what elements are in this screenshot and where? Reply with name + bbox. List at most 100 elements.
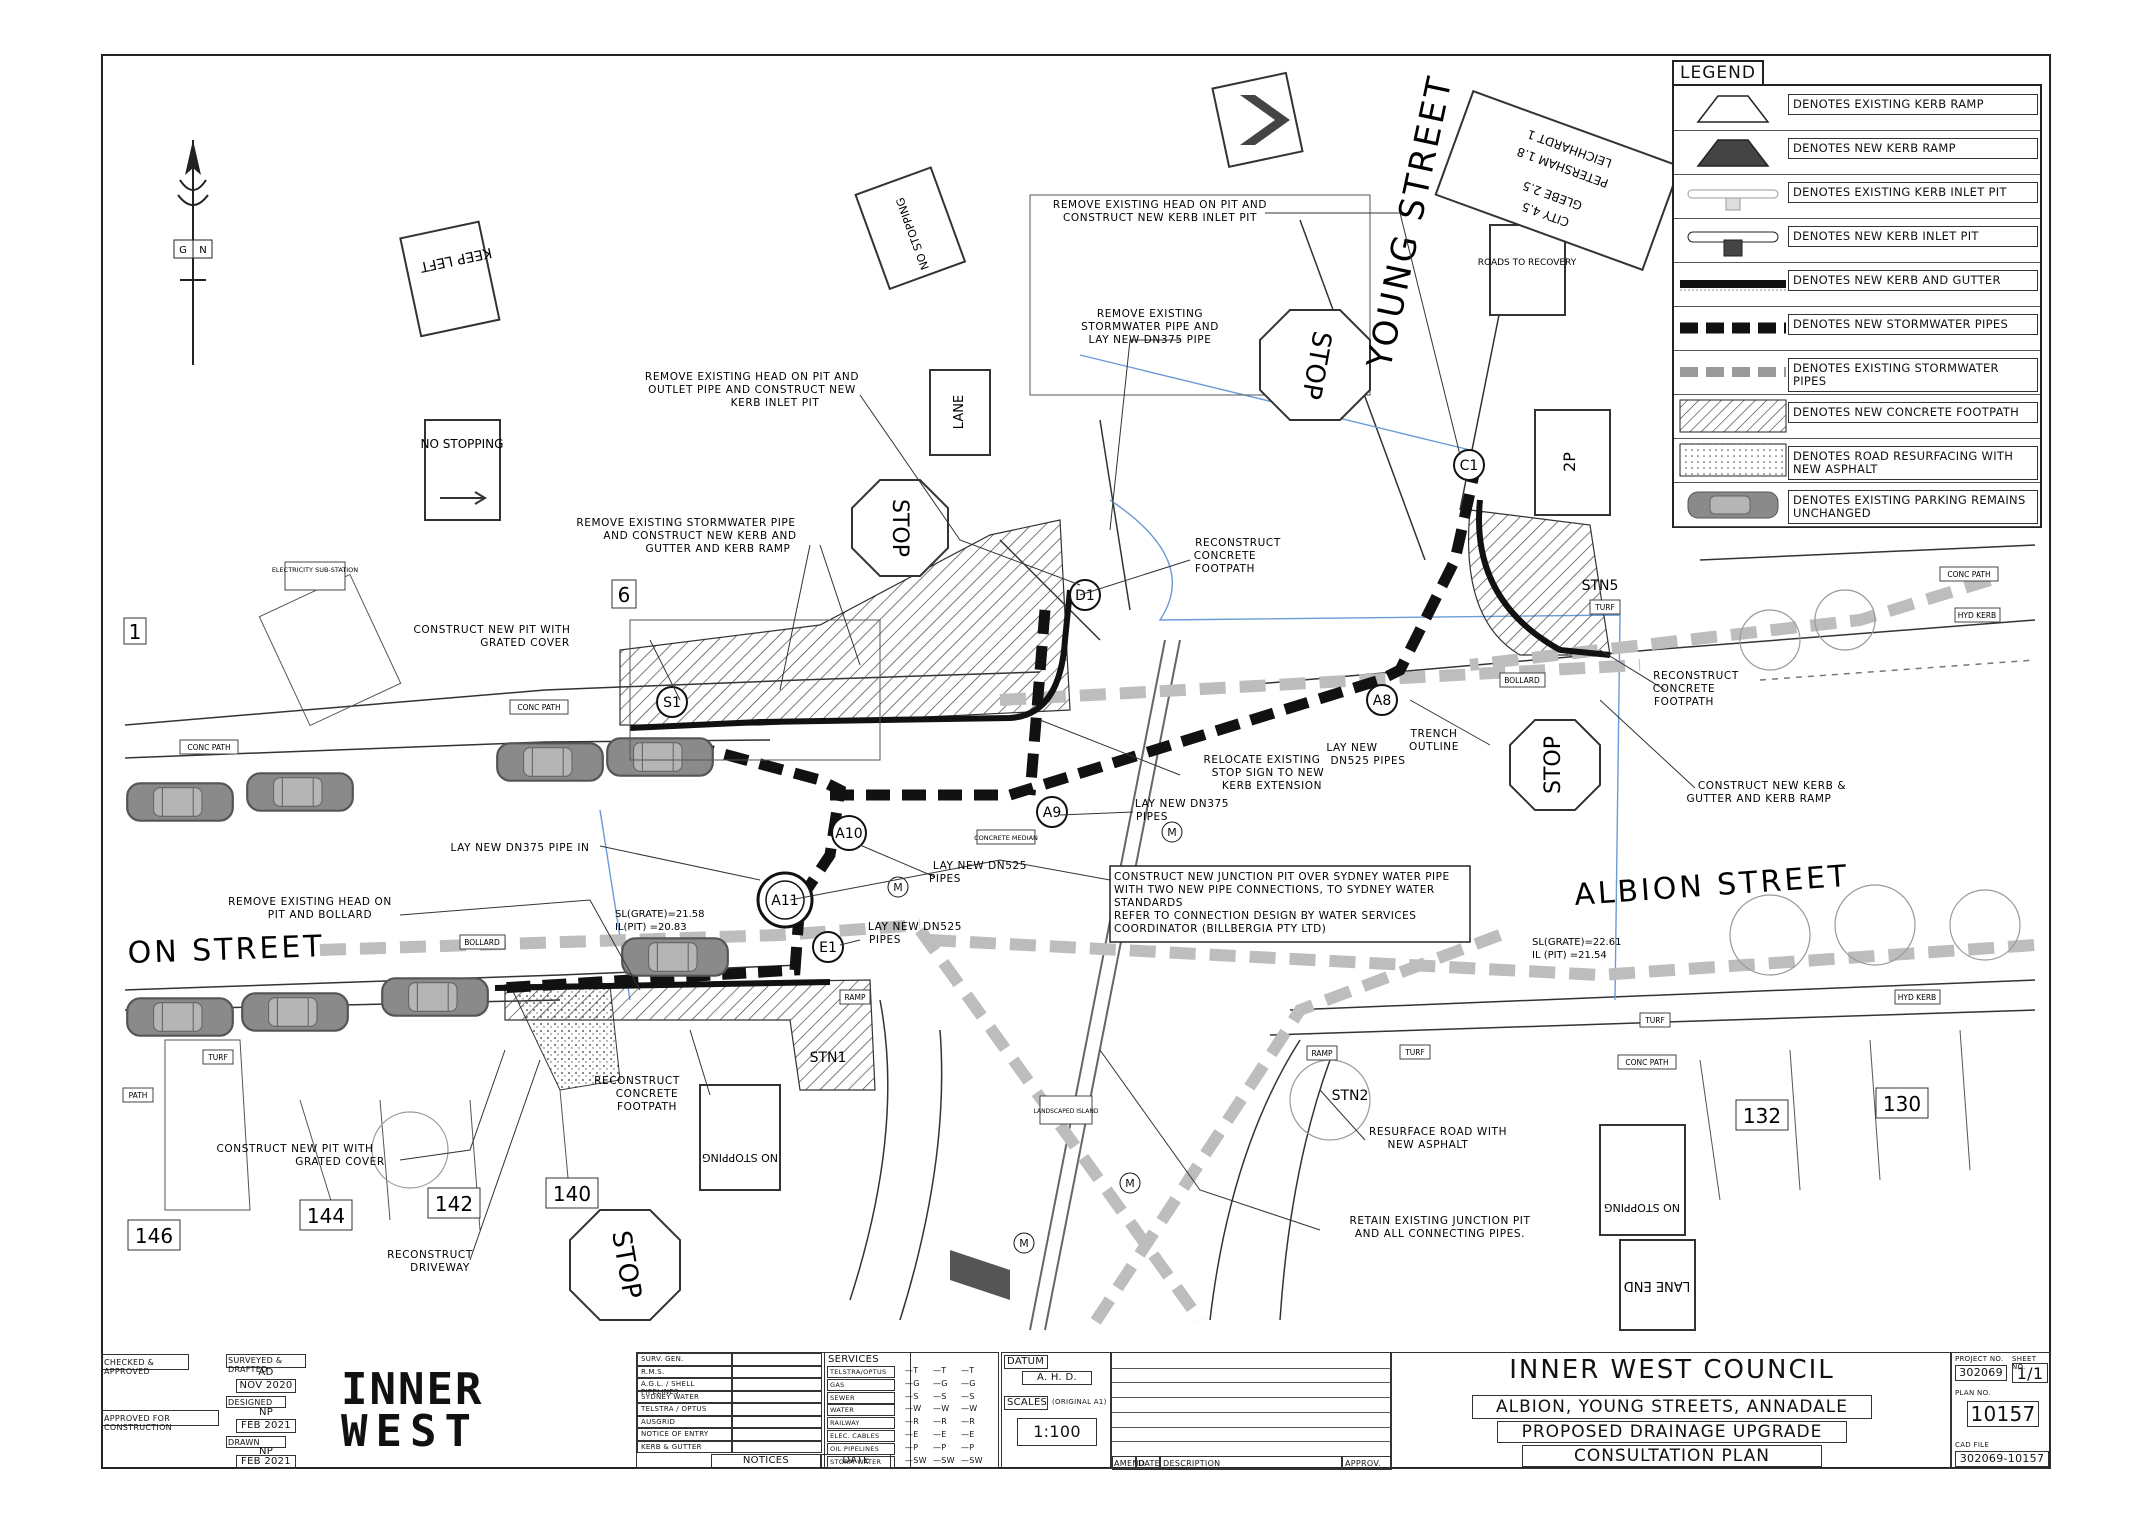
service-line-code: —S	[905, 1391, 919, 1401]
service-item: OIL PIPELINES	[827, 1442, 895, 1455]
svg-text:144: 144	[307, 1204, 345, 1228]
leader-lines	[399, 212, 1696, 1261]
project-title: ALBION, YOUNG STREETS, ANNADALE	[1472, 1395, 1872, 1419]
designed-label: DESIGNED	[226, 1396, 286, 1408]
svg-text:KERB INLET PIT: KERB INLET PIT	[731, 397, 820, 409]
service-item: STORM WATER	[827, 1455, 895, 1468]
project-no-label: PROJECT NO.	[1955, 1355, 2004, 1363]
service-line-code: —G	[961, 1378, 976, 1388]
notice-value-cell	[732, 1415, 822, 1428]
service-item: WATER	[827, 1404, 895, 1417]
svg-text:TURF: TURF	[1644, 1016, 1665, 1025]
svg-text:RAMP: RAMP	[844, 993, 866, 1002]
legend-label: DENOTES ROAD RESURFACING WITH NEW ASPHAL…	[1788, 446, 2038, 480]
cad-file-label: CAD FILE	[1955, 1441, 1990, 1449]
svg-text:PIPES: PIPES	[869, 934, 901, 946]
service-line-code: —G	[905, 1378, 920, 1388]
legend-row: DENOTES NEW STORMWATER PIPES	[1674, 306, 2040, 351]
chevron-sign-2-icon	[950, 1250, 1010, 1300]
designed-date: FEB 2021	[236, 1419, 296, 1433]
svg-text:SL(GRATE)=21.58: SL(GRATE)=21.58	[615, 909, 705, 920]
svg-text:WITH TWO NEW PIPE CONNECTIONS,: WITH TWO NEW PIPE CONNECTIONS, TO SYDNEY…	[1114, 884, 1435, 896]
drawn-by: NP	[258, 1446, 274, 1457]
service-line-code: —E	[933, 1430, 947, 1439]
pit-a8: A8	[1366, 684, 1398, 716]
pit-stn2: STN2	[1332, 1088, 1369, 1104]
new-kerb-gutter	[494, 499, 1611, 991]
svg-text:STOP: STOP	[1541, 736, 1566, 794]
datum-scale: DATUM A. H. D. SCALES (ORIGINAL A1) 1:10…	[1001, 1352, 1111, 1469]
svg-text:RETAIN EXISTING JUNCTION PIT: RETAIN EXISTING JUNCTION PIT	[1349, 1215, 1530, 1227]
legend-label: DENOTES EXISTING STORMWATER PIPES	[1788, 358, 2038, 392]
legend-row: DENOTES EXISTING KERB INLET PIT	[1674, 174, 2040, 219]
logo-line-2: WEST	[341, 1406, 479, 1457]
new-stormwater-pipe-icon	[1680, 322, 1786, 334]
existing-kerb-ramp-icon	[1696, 95, 1770, 123]
asphalt-icon	[1679, 443, 1787, 477]
legend-title: LEGEND	[1672, 60, 1764, 86]
sheet-no-label: SHEET NO.	[2012, 1355, 2037, 1371]
logo-line-1: INNER	[341, 1364, 484, 1415]
street-young: YOUNG STREET	[1359, 71, 1460, 373]
approvals-column: CHECKED & APPROVED APPROVED FOR CONSTRUC…	[101, 1352, 226, 1469]
svg-text:NO STOPPING: NO STOPPING	[702, 1151, 778, 1164]
notice-item: A.G.L. / SHELL PIPELINES	[637, 1378, 732, 1396]
council-name: INNER WEST COUNCIL	[1509, 1355, 1835, 1385]
pit-c1: C1	[1453, 449, 1485, 481]
svg-text:BOLLARD: BOLLARD	[1504, 676, 1540, 685]
annotations: REMOVE EXISTING HEAD ON PIT AND CONSTRUCT…	[217, 199, 1846, 1274]
project-no: 302069	[1955, 1365, 2007, 1381]
svg-text:142: 142	[435, 1192, 473, 1216]
two-p-sign: 2P	[1534, 409, 1611, 516]
street-albion-east: ALBION STREET	[1573, 859, 1850, 913]
pit-a11: A11	[756, 871, 814, 929]
legend-label: DENOTES NEW KERB RAMP	[1788, 138, 2038, 159]
services-header: SERVICES	[828, 1354, 879, 1365]
svg-text:CONSTRUCT NEW PIT WITH: CONSTRUCT NEW PIT WITH	[217, 1143, 374, 1155]
plan-no: 10157	[1967, 1401, 2039, 1427]
svg-text:STN2: STN2	[1332, 1088, 1369, 1104]
pit-e1: E1	[812, 931, 844, 963]
hatch-icon	[1679, 399, 1787, 433]
pit-stn1: STN1	[810, 1050, 847, 1066]
scales-note: (ORIGINAL A1)	[1052, 1398, 1107, 1406]
svg-text:A9: A9	[1043, 805, 1061, 821]
svg-text:STN5: STN5	[1582, 578, 1619, 594]
legend-label: DENOTES EXISTING KERB RAMP	[1788, 94, 2038, 115]
svg-text:RECONSTRUCT: RECONSTRUCT	[1653, 670, 1739, 682]
north-arrow-icon: G N	[173, 140, 213, 365]
svg-text:NO STOPPING: NO STOPPING	[1604, 1201, 1680, 1214]
service-item: GAS	[827, 1378, 895, 1391]
notice-value-cell	[732, 1353, 822, 1366]
svg-text:OUTLINE: OUTLINE	[1409, 741, 1459, 753]
svg-text:STOP: STOP	[887, 499, 912, 557]
svg-text:REMOVE EXISTING HEAD ON PIT AN: REMOVE EXISTING HEAD ON PIT AND	[645, 371, 859, 383]
notice-item: NOTICE OF ENTRY	[637, 1428, 732, 1441]
legend-row: DENOTES EXISTING PARKING REMAINS UNCHANG…	[1674, 482, 2040, 527]
service-item: TELSTRA/OPTUS	[827, 1366, 895, 1378]
svg-text:6: 6	[618, 583, 631, 607]
svg-text:TURF: TURF	[1594, 603, 1615, 612]
junction-pit-note: CONSTRUCT NEW JUNCTION PIT OVER SYDNEY W…	[1109, 865, 1471, 943]
stop-sign-2: STOP	[1259, 309, 1371, 421]
legend-label: DENOTES NEW KERB INLET PIT	[1788, 226, 2038, 247]
service-line-code: —R	[933, 1417, 948, 1427]
svg-text:E1: E1	[819, 940, 837, 956]
new-kerb-gutter-icon	[1680, 280, 1786, 291]
amend-row	[1112, 1441, 1392, 1443]
legend-label: DENOTES NEW KERB AND GUTTER	[1788, 270, 2038, 291]
svg-text:LAY NEW DN375 PIPE: LAY NEW DN375 PIPE	[1089, 334, 1212, 346]
service-line-code: —P	[905, 1442, 919, 1452]
legend-row: DENOTES EXISTING KERB RAMP	[1674, 86, 2040, 131]
